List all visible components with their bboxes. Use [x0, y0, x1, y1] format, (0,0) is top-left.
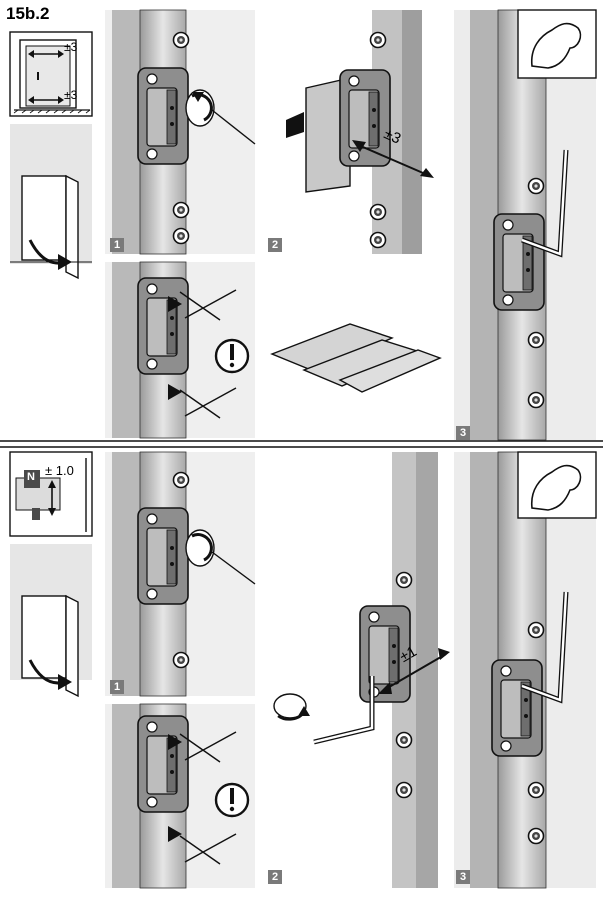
top-step-1-badge: 1	[110, 238, 124, 252]
top-step3-tighten	[454, 9, 597, 441]
tolerance-lower-label: ±3	[64, 88, 78, 102]
bottom-step1-remove	[105, 703, 255, 889]
page-title: 15b.2	[6, 4, 50, 23]
bottom-step-1-badge: 1	[110, 680, 124, 694]
top-step1-screw	[105, 9, 256, 255]
bottom-overview-adjust	[9, 451, 93, 537]
bottom-door-opening-icon	[10, 544, 92, 698]
top-step-2-badge: 2	[268, 238, 282, 252]
strength-arm-icon	[517, 9, 597, 79]
bottom-step1-screw	[105, 451, 256, 697]
attention-icon	[214, 782, 250, 818]
panel-borders	[0, 440, 603, 448]
top-overview-door	[9, 31, 93, 117]
rotate-arrow-icon	[273, 693, 310, 721]
top-door-opening-icon	[10, 124, 92, 280]
strength-arm-icon	[517, 451, 597, 519]
top-step1-remove	[105, 261, 255, 439]
bottom-tolerance-label: ± 1.0	[45, 463, 74, 478]
top-step-3-badge: 3	[456, 426, 470, 440]
attention-icon	[214, 338, 250, 374]
bottom-n-badge: N	[24, 470, 38, 484]
top-step2-shims-set	[270, 323, 442, 393]
bottom-step3-tighten	[454, 451, 597, 889]
bottom-step-3-badge: 3	[456, 870, 470, 884]
tolerance-upper-label: ±3	[64, 40, 78, 54]
top-step2-shim	[264, 10, 444, 254]
bottom-step2-adjust	[264, 452, 450, 888]
bottom-step-2-badge: 2	[268, 870, 282, 884]
